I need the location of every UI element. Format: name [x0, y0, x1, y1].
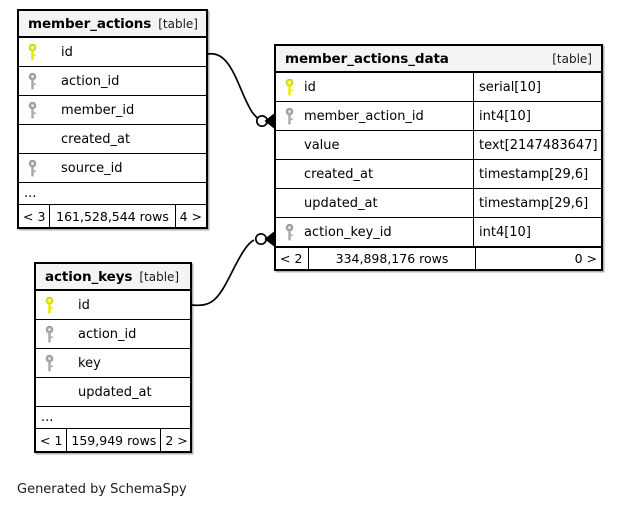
table-kind-label: [table] — [139, 269, 180, 284]
table-row[interactable]: action_key_id int4[10] — [276, 218, 601, 247]
generated-by-caption: Generated by SchemaSpy — [17, 482, 187, 497]
primary-key-icon — [19, 38, 45, 66]
table-title: action_keys — [45, 268, 133, 285]
table-header-member_actions: member_actions [table] — [19, 11, 206, 38]
table-row[interactable]: id serial[10] — [276, 73, 601, 102]
column-name: member_action_id — [304, 108, 424, 124]
column-type: timestamp[29,6] — [473, 160, 601, 188]
row-count-label: 159,949 rows — [66, 429, 162, 451]
foreign-key-icon — [276, 102, 302, 130]
column-name: id — [61, 44, 73, 60]
next-page-button[interactable]: 4 > — [179, 208, 202, 224]
table-title: member_actions — [28, 15, 152, 32]
no-key-spacer — [276, 131, 302, 159]
column-name: key — [78, 355, 101, 371]
column-name: value — [304, 137, 340, 153]
column-name: id — [78, 297, 90, 313]
crowsfoot-arrow — [264, 231, 274, 247]
primary-key-icon — [36, 291, 62, 319]
column-name: action_id — [61, 73, 120, 89]
prev-page-button[interactable]: < 2 — [280, 251, 303, 266]
foreign-key-icon — [19, 154, 45, 182]
no-key-spacer — [276, 189, 302, 217]
table-node-member_actions[interactable]: member_actions [table] id — [17, 9, 208, 229]
more-columns-ellipsis: ... — [19, 183, 206, 205]
crowsfoot-arrow — [264, 113, 274, 129]
foreign-key-icon — [276, 218, 302, 246]
next-page-button[interactable]: 2 > — [165, 432, 188, 448]
no-key-spacer — [36, 378, 62, 406]
table-row[interactable]: source_id — [19, 154, 206, 183]
foreign-key-icon — [36, 320, 62, 348]
prev-page-button[interactable]: < 3 — [23, 208, 46, 224]
table-row[interactable]: updated_at — [36, 378, 190, 407]
table-title: member_actions_data — [285, 50, 449, 67]
relationship-action_keys-to-member_actions_data — [191, 231, 274, 307]
table-node-member_actions_data[interactable]: member_actions_data [table] id serial[10… — [274, 44, 603, 271]
table-header-action_keys: action_keys [table] — [36, 264, 190, 291]
table-kind-label: [table] — [158, 16, 198, 31]
foreign-key-icon — [36, 349, 62, 377]
column-type: timestamp[29,6] — [473, 189, 601, 217]
table-node-action_keys[interactable]: action_keys [table] id — [34, 262, 192, 453]
more-columns-ellipsis: ... — [36, 407, 190, 429]
column-name: updated_at — [78, 384, 152, 400]
table-footer-member_actions: < 3 161,528,544 rows 4 > — [19, 205, 206, 227]
next-page-button[interactable]: 0 > — [574, 251, 597, 266]
table-row[interactable]: action_id — [19, 67, 206, 96]
table-row[interactable]: key — [36, 349, 190, 378]
cardinality-zero-circle — [254, 232, 268, 246]
foreign-key-icon — [19, 96, 45, 124]
column-type: int4[10] — [473, 218, 601, 246]
column-type: text[2147483647] — [473, 131, 601, 159]
column-name: action_id — [78, 326, 137, 342]
no-key-spacer — [19, 125, 45, 153]
table-row[interactable]: id — [36, 291, 190, 320]
column-name: id — [304, 79, 316, 95]
table-kind-label: [table] — [552, 51, 592, 66]
prev-page-button[interactable]: < 1 — [40, 432, 63, 448]
table-row[interactable]: value text[2147483647] — [276, 131, 601, 160]
table-row[interactable]: member_id — [19, 96, 206, 125]
table-row[interactable]: updated_at timestamp[29,6] — [276, 189, 601, 218]
table-row[interactable]: created_at timestamp[29,6] — [276, 160, 601, 189]
table-header-member_actions_data: member_actions_data [table] — [276, 46, 601, 73]
table-row[interactable]: action_id — [36, 320, 190, 349]
column-name: action_key_id — [304, 224, 392, 240]
table-footer-member_actions_data: < 2 334,898,176 rows 0 > — [276, 247, 601, 269]
column-name: updated_at — [304, 195, 378, 211]
foreign-key-icon — [19, 67, 45, 95]
cardinality-zero-circle — [255, 114, 269, 128]
column-name: created_at — [61, 131, 131, 147]
column-name: created_at — [304, 166, 374, 182]
relationship-member_actions-to-member_actions_data — [207, 53, 274, 129]
table-row[interactable]: id — [19, 38, 206, 67]
column-name: source_id — [61, 160, 123, 176]
row-count-label: 161,528,544 rows — [49, 205, 176, 227]
column-type: int4[10] — [473, 102, 601, 130]
table-footer-action_keys: < 1 159,949 rows 2 > — [36, 429, 190, 451]
column-type: serial[10] — [473, 73, 601, 101]
column-name: member_id — [61, 102, 135, 118]
primary-key-icon — [276, 73, 302, 101]
table-row[interactable]: member_action_id int4[10] — [276, 102, 601, 131]
no-key-spacer — [276, 160, 302, 188]
row-count-label: 334,898,176 rows — [308, 248, 476, 269]
table-row[interactable]: created_at — [19, 125, 206, 154]
